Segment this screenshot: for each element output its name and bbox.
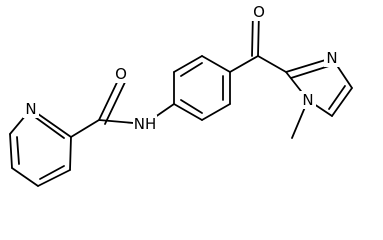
- ketone-imidazole-bond: [257, 55, 287, 73]
- pyridine-nitrogen-atom: N: [23, 100, 39, 118]
- chemical-structure: N O NH O N N: [9, 3, 353, 187]
- benzene-bond: [173, 55, 203, 73]
- svg-text:O: O: [115, 65, 127, 83]
- pyridine-bond: [37, 169, 71, 187]
- ketone-oxygen-atom: O: [251, 3, 267, 21]
- svg-text:N: N: [302, 91, 313, 109]
- svg-text:NH: NH: [134, 115, 157, 133]
- pyridine-bond: [69, 136, 72, 171]
- imidazole-double-bond: [328, 85, 346, 110]
- pyridine-double-bond: [16, 136, 20, 165]
- pyridine-double-bond: [34, 116, 65, 139]
- svg-text:N: N: [25, 100, 36, 118]
- amide-nh-atom: NH: [133, 115, 157, 133]
- benzene-bond: [201, 103, 231, 121]
- imidazole-n3-atom: N: [324, 49, 340, 67]
- svg-text:O: O: [253, 3, 265, 21]
- svg-text:N: N: [326, 49, 337, 67]
- benzene-bond: [173, 103, 203, 121]
- aryl-ketone-bond: [229, 55, 259, 73]
- imidazole-n1-atom: N: [300, 91, 316, 109]
- benzene-double-bond: [180, 99, 203, 114]
- benzene-bond: [201, 55, 231, 73]
- pyridine-bond: [9, 133, 13, 169]
- bond-layer: [9, 11, 353, 187]
- atom-label-layer: N O NH O N N: [23, 3, 340, 133]
- benzene-double-bond: [180, 62, 203, 77]
- pyridine-bond: [11, 167, 39, 187]
- carbonyl-double-bond: [104, 77, 128, 125]
- pyridine-double-bond: [39, 165, 65, 180]
- amide-oxygen-atom: O: [113, 65, 129, 83]
- imidazole-bond: [331, 87, 353, 117]
- imidazole-double-bond: [290, 65, 330, 79]
- amide-c-bond: [70, 119, 100, 138]
